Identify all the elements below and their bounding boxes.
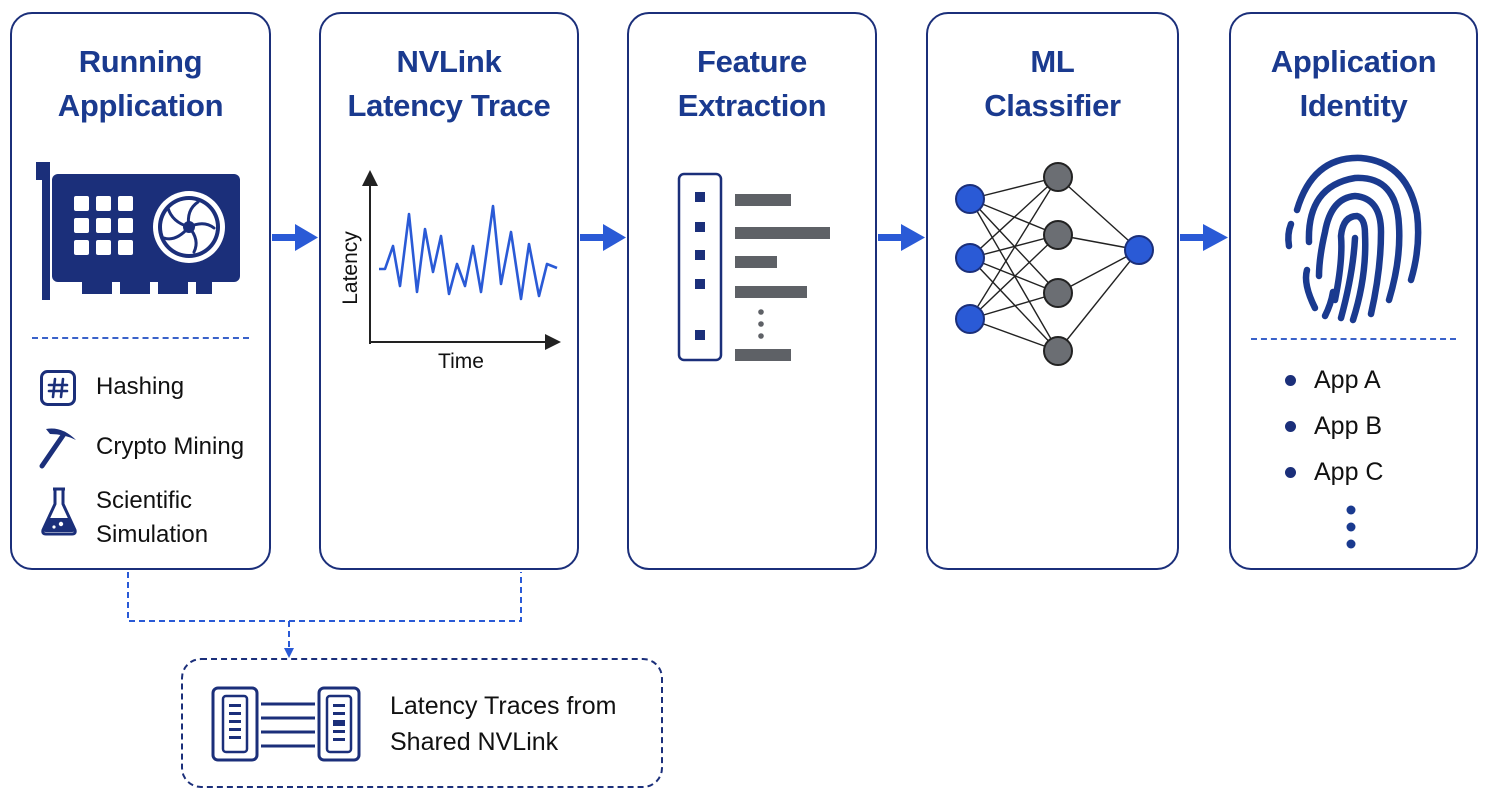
flask-icon [41, 487, 77, 536]
shared-box-label: Latency Traces from Shared NVLink [390, 692, 617, 756]
divider [1251, 338, 1456, 340]
panel-running-application: Running Application [10, 12, 271, 570]
input-node [955, 184, 985, 214]
dashed-connector [127, 572, 522, 650]
shared-nvlink-box: Latency Traces from Shared NVLink [181, 658, 663, 788]
app-label: App C [1314, 458, 1384, 486]
panel-ml-classifier: ML Classifier [926, 12, 1179, 570]
more-items-icon [1346, 505, 1356, 549]
x-axis-label: Time [438, 350, 484, 373]
workload-label: Scientific Simulation [96, 487, 209, 548]
panel-title: Running Application [57, 44, 224, 123]
fingerprint-icon [1285, 154, 1422, 324]
panel-application-identity: Application Identity App A App B App C [1229, 12, 1478, 570]
input-node [955, 304, 985, 334]
hidden-node [1043, 278, 1073, 308]
hidden-node [1043, 162, 1073, 192]
pickaxe-icon [39, 428, 76, 469]
divider [32, 337, 249, 339]
app-label: App A [1314, 366, 1381, 394]
panel-title: Application Identity [1270, 44, 1437, 123]
arrow-icon [272, 224, 1228, 251]
gpu-card-icon [36, 162, 240, 300]
app-label: App B [1314, 412, 1383, 440]
output-node [1124, 235, 1154, 265]
feature-vector-icon [677, 172, 830, 362]
workload-label: Crypto Mining [96, 433, 245, 460]
panel-title: ML Classifier [984, 44, 1121, 123]
bullet-icon [1285, 421, 1296, 432]
hidden-node [1043, 220, 1073, 250]
bullet-icon [1285, 375, 1296, 386]
panel-title: NVLink Latency Trace [347, 44, 551, 123]
hidden-node [1043, 336, 1073, 366]
neural-network-icon [955, 162, 1154, 366]
workload-label: Hashing [96, 373, 185, 400]
panel-nvlink-latency-trace: NVLink Latency Trace Latency Time [319, 12, 579, 570]
latency-trace-plot [362, 170, 561, 350]
panel-title: Feature Extraction [677, 44, 827, 123]
latency-signal-line [379, 204, 558, 301]
nvlink-bridge-icon [211, 686, 361, 762]
hash-icon [40, 370, 76, 406]
input-node [955, 243, 985, 273]
panel-feature-extraction: Feature Extraction [627, 12, 877, 570]
bullet-icon [1285, 467, 1296, 478]
